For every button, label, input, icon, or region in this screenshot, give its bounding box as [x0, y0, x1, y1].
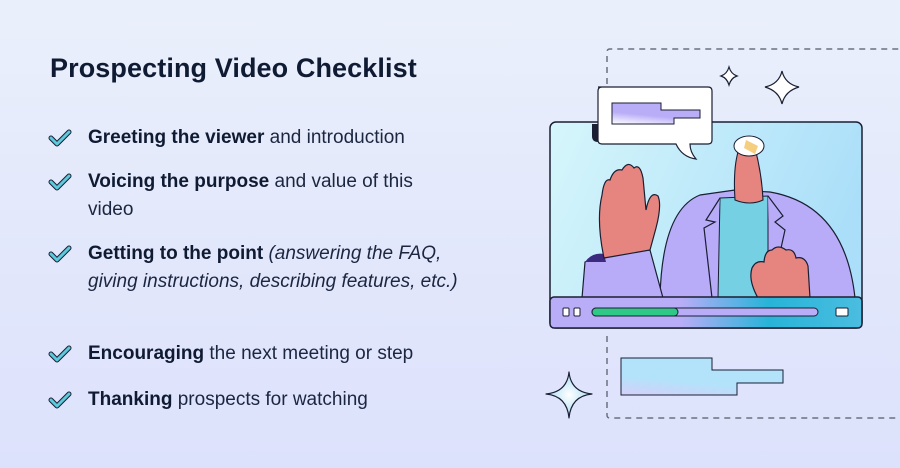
item-bold: Greeting the viewer — [88, 127, 265, 148]
checklist-item: Greeting the viewer and introduction — [48, 124, 468, 152]
checklist-item-text: Getting to the point (answering the FAQ,… — [88, 240, 458, 296]
checkmark-icon — [48, 391, 72, 409]
page-title: Prospecting Video Checklist — [50, 53, 417, 83]
pause-icon — [562, 307, 570, 317]
item-rest: the next meeting or step — [204, 343, 414, 364]
checkmark-icon — [48, 345, 72, 363]
item-bold: Encouraging — [88, 343, 205, 364]
sparkle-large-icon — [764, 70, 800, 105]
checkmark-icon — [48, 129, 72, 147]
item-rest: and value of this video — [88, 171, 413, 220]
item-rest: and introduction — [264, 127, 405, 148]
sparkle-blue-icon — [545, 371, 593, 419]
checklist-item: Getting to the point (answering the FAQ,… — [48, 240, 458, 296]
checklist-item: Encouraging the next meeting or step — [48, 340, 468, 368]
item-bold: Voicing the purpose — [88, 171, 270, 192]
dashed-frame — [606, 48, 900, 128]
checklist-item: Thanking prospects for watching — [48, 386, 468, 414]
checkmark-icon — [48, 173, 72, 191]
item-bold: Thanking — [88, 389, 173, 410]
item-italic: (answering the FAQ, giving instructions,… — [88, 243, 458, 292]
item-bold: Getting to the point — [88, 243, 264, 264]
placeholder-bar — [620, 357, 784, 396]
checklist-item-text: Greeting the viewer and introduction — [88, 124, 468, 152]
checklist-item-text: Encouraging the next meeting or step — [88, 340, 468, 368]
sparkle-small-icon — [719, 64, 739, 88]
speech-bubble-icon — [592, 86, 713, 160]
checklist-item: Voicing the purpose and value of this vi… — [48, 168, 418, 224]
item-rest: prospects for watching — [172, 389, 368, 410]
checkmark-icon — [48, 245, 72, 263]
checklist-item-text: Thanking prospects for watching — [88, 386, 468, 414]
checklist-item-text: Voicing the purpose and value of this vi… — [88, 168, 418, 224]
fullscreen-icon — [835, 307, 849, 317]
progress-fill — [591, 307, 679, 317]
